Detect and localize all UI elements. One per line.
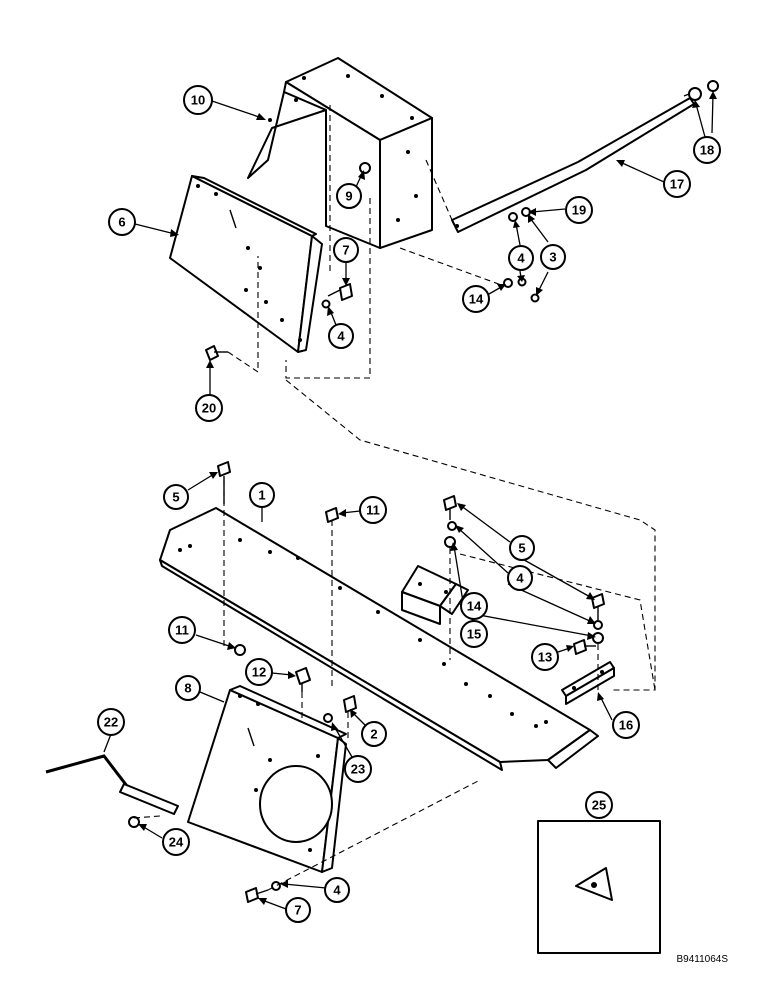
callout-17: 17 bbox=[663, 170, 691, 198]
svg-text:22: 22 bbox=[104, 715, 118, 730]
callout-24: 24 bbox=[162, 828, 190, 856]
callout-7-upper: 7 bbox=[333, 237, 359, 263]
svg-text:10: 10 bbox=[191, 93, 205, 108]
svg-text:16: 16 bbox=[619, 718, 633, 733]
svg-text:19: 19 bbox=[572, 203, 586, 218]
callout-25: 25 bbox=[585, 791, 613, 819]
svg-text:20: 20 bbox=[202, 401, 216, 416]
svg-text:3: 3 bbox=[549, 250, 556, 265]
callout-5-right: 5 bbox=[509, 535, 535, 561]
svg-text:6: 6 bbox=[118, 215, 125, 230]
svg-text:4: 4 bbox=[333, 883, 341, 898]
svg-text:4: 4 bbox=[517, 251, 525, 266]
callout-11-lower: 11 bbox=[168, 616, 196, 644]
callout-8: 8 bbox=[175, 675, 201, 701]
svg-text:11: 11 bbox=[175, 623, 189, 638]
callout-5-left: 5 bbox=[163, 484, 189, 510]
svg-text:2: 2 bbox=[370, 727, 377, 742]
svg-text:25: 25 bbox=[592, 798, 606, 813]
callout-12: 12 bbox=[245, 658, 273, 686]
callout-23: 23 bbox=[344, 755, 372, 783]
callout-16: 16 bbox=[612, 711, 640, 739]
part-8-lower-plate bbox=[187, 685, 347, 873]
svg-text:17: 17 bbox=[670, 177, 684, 192]
svg-text:18: 18 bbox=[700, 143, 714, 158]
upper-assembly-lines bbox=[227, 105, 656, 691]
callout-20: 20 bbox=[195, 394, 223, 422]
callout-4-upper-right: 4 bbox=[508, 245, 534, 271]
svg-text:9: 9 bbox=[345, 189, 352, 204]
callout-22: 22 bbox=[97, 708, 125, 736]
callout-4-lower: 4 bbox=[324, 877, 350, 903]
part-25-decal-panel bbox=[537, 820, 661, 954]
callout-leaders bbox=[103, 91, 717, 910]
svg-text:4: 4 bbox=[337, 329, 345, 344]
svg-text:13: 13 bbox=[538, 650, 552, 665]
svg-text:12: 12 bbox=[252, 665, 266, 680]
svg-text:5: 5 bbox=[172, 490, 179, 505]
callout-4-right: 4 bbox=[507, 565, 533, 591]
svg-text:8: 8 bbox=[184, 681, 191, 696]
svg-text:4: 4 bbox=[516, 571, 524, 586]
callout-14-right: 14 bbox=[460, 592, 488, 620]
callout-2: 2 bbox=[361, 721, 387, 747]
part-6-side-plate bbox=[169, 175, 323, 353]
part-22-crank-rod bbox=[45, 754, 179, 815]
svg-text:24: 24 bbox=[169, 835, 184, 850]
callout-14-upper: 14 bbox=[462, 285, 490, 313]
part-1-channel-beam bbox=[159, 507, 599, 771]
svg-text:5: 5 bbox=[518, 541, 525, 556]
svg-text:15: 15 bbox=[467, 627, 481, 642]
svg-text:14: 14 bbox=[467, 599, 482, 614]
part-15-angle-bracket bbox=[401, 565, 469, 625]
svg-text:11: 11 bbox=[366, 503, 380, 518]
svg-text:7: 7 bbox=[294, 903, 301, 918]
callout-13: 13 bbox=[531, 643, 559, 671]
callout-7-lower: 7 bbox=[285, 897, 311, 923]
callout-1: 1 bbox=[249, 482, 275, 508]
svg-text:1: 1 bbox=[258, 488, 265, 503]
callout-6: 6 bbox=[108, 208, 136, 236]
small-hardware-lower bbox=[128, 461, 605, 903]
part-16-bracket bbox=[561, 661, 615, 705]
callout-10: 10 bbox=[183, 85, 213, 115]
svg-text:7: 7 bbox=[342, 243, 349, 258]
callout-11-upper: 11 bbox=[359, 496, 387, 524]
callout-3: 3 bbox=[540, 244, 566, 270]
callout-18: 18 bbox=[693, 136, 721, 164]
svg-text:23: 23 bbox=[351, 762, 365, 777]
callout-15: 15 bbox=[460, 620, 488, 648]
part-20-bolt bbox=[205, 345, 228, 361]
callout-9: 9 bbox=[336, 183, 362, 209]
callout-4-upper-left: 4 bbox=[328, 323, 354, 349]
svg-text:14: 14 bbox=[469, 292, 484, 307]
part-7-bolt-upper bbox=[321, 283, 353, 309]
drawing-reference-code: B9411064S bbox=[676, 954, 728, 965]
callout-19: 19 bbox=[565, 196, 593, 224]
